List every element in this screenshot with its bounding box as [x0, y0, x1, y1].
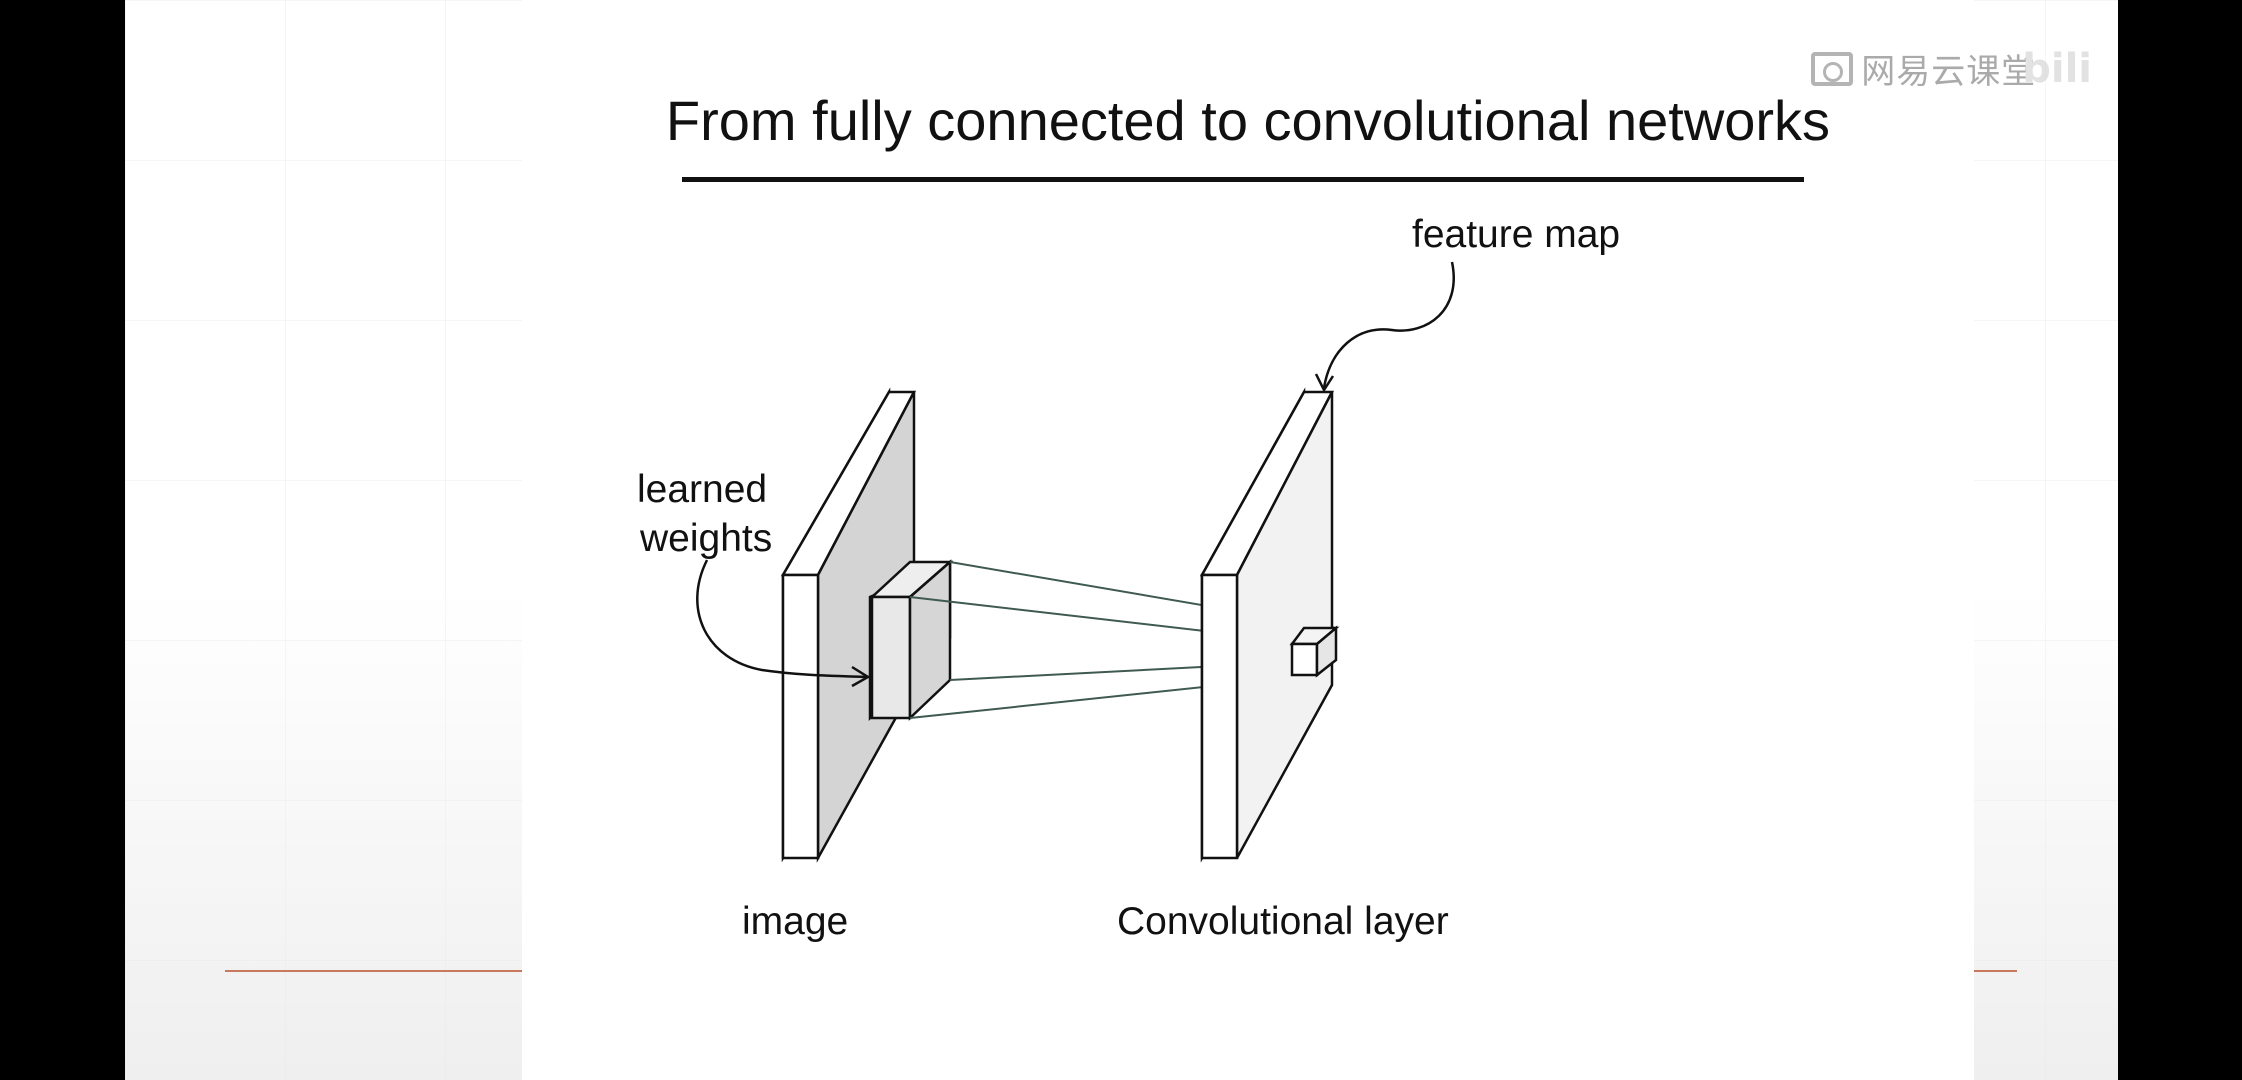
slide-title: From fully connected to convolutional ne… [665, 89, 1831, 152]
brand-watermark: 网易云课堂 bili [1811, 44, 2092, 93]
feature-map-arrow [1314, 261, 1455, 393]
image-label: image [742, 900, 849, 943]
feature-map-label: feature map [1412, 213, 1621, 256]
learned-weights-label-line1: learned [637, 468, 768, 511]
conv-layer-slab [1199, 387, 1335, 863]
conv-layer-label: Convolutional layer [1117, 900, 1449, 943]
watermark-overlay-text: bili [2022, 45, 2092, 92]
title-underline [682, 177, 1804, 182]
video-frame: From fully connected to convolutional ne… [125, 0, 2118, 1080]
slide: From fully connected to convolutional ne… [522, 0, 1974, 1080]
watermark-brand-text: 网易云课堂 [1861, 52, 2037, 92]
learned-weights-label-line2: weights [640, 517, 773, 560]
accent-line-left [225, 970, 525, 972]
convolution-diagram [696, 261, 1455, 863]
learned-weights-arrow [696, 559, 871, 688]
output-unit-cube [1289, 625, 1340, 678]
netease-cloud-classroom-logo-icon [1811, 51, 1854, 86]
